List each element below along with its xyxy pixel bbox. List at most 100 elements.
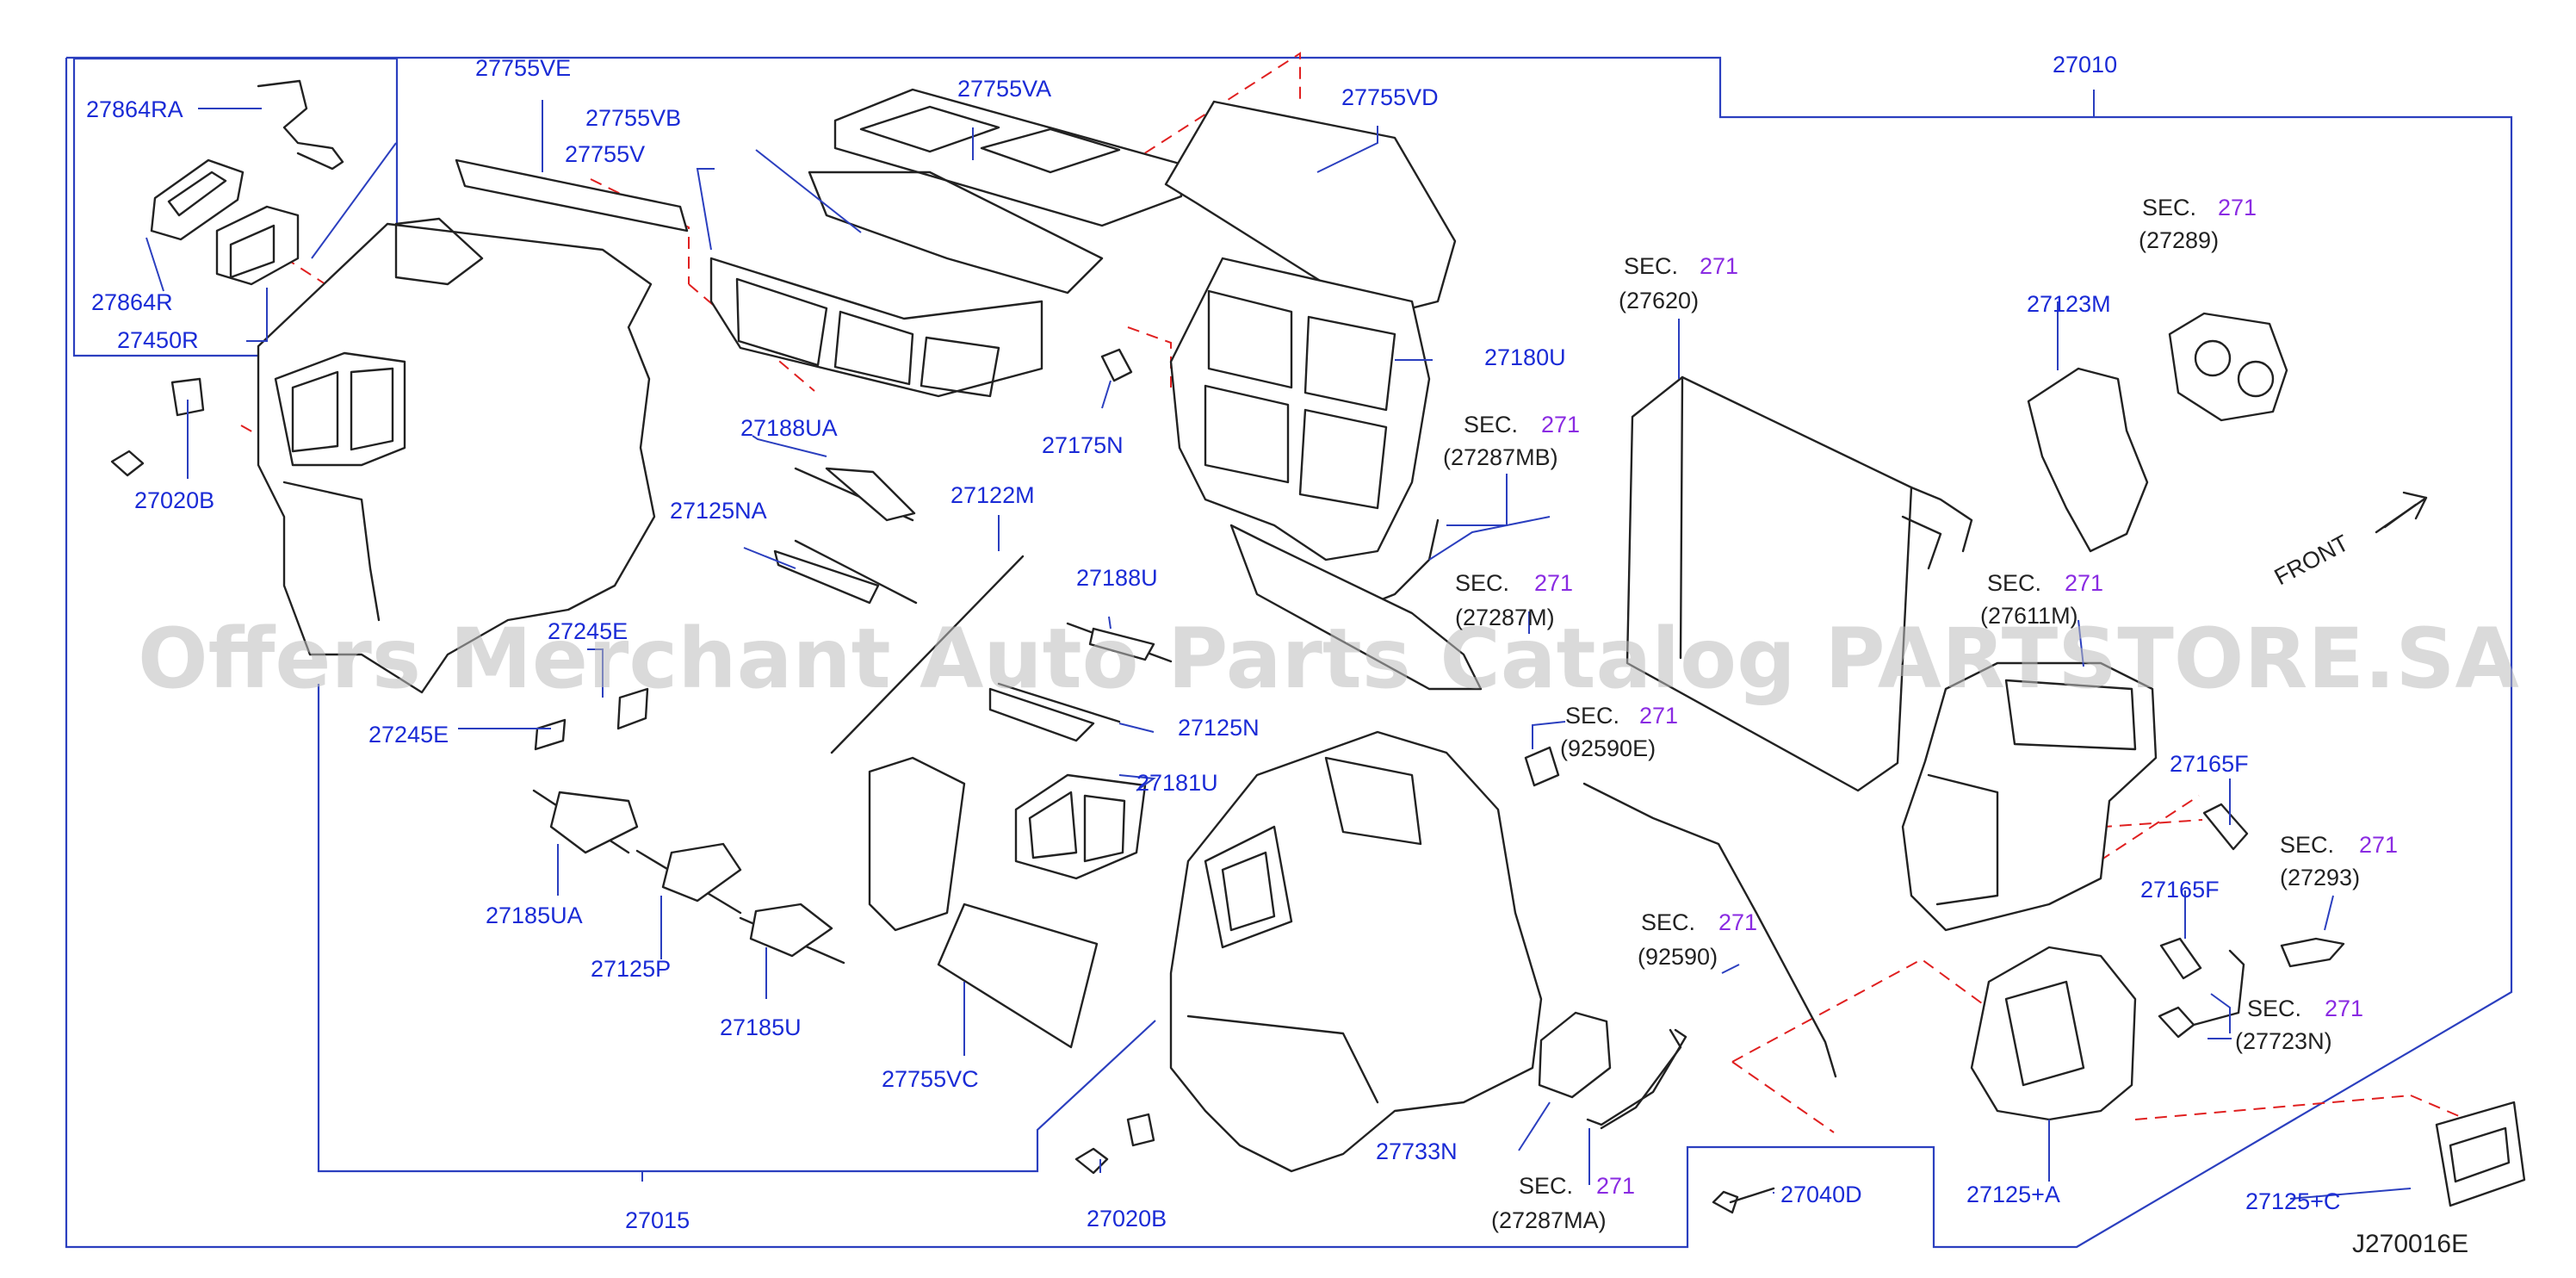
label-27125P[interactable]: 27125P — [591, 956, 671, 982]
door-27181U — [1014, 773, 1147, 880]
label-27165F-b[interactable]: 27165F — [2140, 877, 2220, 903]
front-label: FRONT — [2270, 530, 2353, 590]
sec-word-27289: SEC. — [2142, 195, 2196, 220]
sensor-27450R — [215, 205, 300, 286]
sec-word-27723N: SEC. — [2247, 996, 2301, 1021]
label-27125N[interactable]: 27125N — [1178, 715, 1260, 741]
leader-lines — [146, 90, 2412, 1200]
case-main-27015 — [1169, 730, 1543, 1173]
label-27125NA[interactable]: 27125NA — [670, 498, 767, 524]
sec-num-27293[interactable]: 271 — [2359, 832, 2398, 858]
fitting-27175N — [1100, 348, 1133, 382]
filter-27755V — [709, 257, 1043, 398]
label-27755V[interactable]: 27755V — [565, 141, 645, 167]
label-27733N[interactable]: 27733N — [1376, 1138, 1458, 1164]
connector-27864RA — [257, 79, 344, 171]
bolt-27040D — [1712, 1190, 1739, 1214]
sheet-27755VC — [937, 903, 1099, 1049]
sec-ref-27287M[interactable]: (27287M) — [1455, 605, 1555, 630]
label-27755VB[interactable]: 27755VB — [585, 105, 681, 131]
sec-ref-27289[interactable]: (27289) — [2139, 227, 2219, 253]
clip-27245E-a — [616, 687, 649, 730]
sec-word-27611M: SEC. — [1987, 570, 2041, 596]
label-27122M[interactable]: 27122M — [951, 482, 1035, 508]
diagram-id: J270016E — [2352, 1230, 2468, 1258]
sec-word-27287M: SEC. — [1455, 570, 1509, 596]
label-27755VA[interactable]: 27755VA — [957, 76, 1051, 102]
sec-ref-27611M[interactable]: (27611M) — [1980, 603, 2078, 629]
section-references: SEC. 271 (27620) SEC. 271 (27289) SEC. 2… — [1443, 195, 2398, 1233]
sec-num-92590E[interactable]: 271 — [1639, 703, 1678, 729]
label-27015[interactable]: 27015 — [625, 1207, 690, 1233]
label-27245E-b[interactable]: 27245E — [368, 722, 449, 748]
sec-word-27620: SEC. — [1624, 253, 1678, 279]
label-27125C[interactable]: 27125+C — [2245, 1188, 2340, 1214]
screw-27020B-bottom — [1074, 1147, 1109, 1175]
label-27010[interactable]: 27010 — [2053, 52, 2117, 78]
label-27245E-a[interactable]: 27245E — [548, 618, 628, 644]
sec-word-92590: SEC. — [1641, 909, 1695, 935]
label-27188U[interactable]: 27188U — [1076, 565, 1158, 591]
harness-27723N — [2158, 1006, 2195, 1039]
clip-27245E-b — [534, 718, 567, 751]
resistor-27864R — [150, 158, 245, 241]
module-27125C — [2435, 1101, 2526, 1207]
part-drawings — [110, 79, 2526, 1214]
sec-num-92590[interactable]: 271 — [1718, 909, 1757, 935]
sec-num-27611M[interactable]: 271 — [2065, 570, 2103, 596]
label-27185UA[interactable]: 27185UA — [486, 903, 583, 928]
label-27185U[interactable]: 27185U — [720, 1014, 802, 1040]
sec-word-27293: SEC. — [2280, 832, 2334, 858]
label-27450R[interactable]: 27450R — [117, 327, 199, 353]
sec-ref-27293[interactable]: (27293) — [2280, 865, 2360, 890]
label-27180U[interactable]: 27180U — [1484, 344, 1566, 370]
door-27125P — [661, 842, 742, 903]
sec-ref-27723N[interactable]: (27723N) — [2235, 1028, 2332, 1054]
label-27020B-bottom[interactable]: 27020B — [1087, 1206, 1167, 1231]
screw-27165F-a — [2202, 803, 2249, 851]
label-27020B-top[interactable]: 27020B — [134, 487, 214, 513]
door-27185UA — [549, 791, 639, 854]
case-right-27611M — [1901, 661, 2158, 932]
screw-27165F-b — [2159, 937, 2202, 980]
sec-ref-27287MA[interactable]: (27287MA) — [1491, 1207, 1607, 1233]
label-27165F-a[interactable]: 27165F — [2170, 751, 2249, 777]
label-27181U[interactable]: 27181U — [1136, 770, 1218, 796]
label-27755VC[interactable]: 27755VC — [882, 1066, 979, 1092]
clip-92590E — [1524, 746, 1560, 787]
sec-num-27287M[interactable]: 271 — [1534, 570, 1573, 596]
case-left-27755VE — [257, 222, 656, 694]
harness-27287MA — [1586, 1028, 1687, 1126]
label-27175N[interactable]: 27175N — [1042, 432, 1124, 458]
watermark: Offers Merchant Auto Parts Catalog PARTS… — [138, 611, 2519, 707]
label-27040D[interactable]: 27040D — [1780, 1182, 1862, 1207]
sec-num-27287MA[interactable]: 271 — [1596, 1173, 1635, 1199]
blower-frame-27180U — [1169, 257, 1431, 561]
label-27864R[interactable]: 27864R — [91, 289, 173, 315]
screw-27020B-top — [110, 450, 145, 477]
sec-ref-27287MB[interactable]: (27287MB) — [1443, 444, 1558, 470]
sec-num-27723N[interactable]: 271 — [2325, 996, 2363, 1021]
label-27864RA[interactable]: 27864RA — [86, 96, 183, 122]
sec-num-27620[interactable]: 271 — [1700, 253, 1738, 279]
label-27755VD[interactable]: 27755VD — [1341, 84, 1439, 110]
front-arrow-icon — [2375, 491, 2428, 534]
door-27185U — [749, 903, 833, 958]
sec-num-27287MB[interactable]: 271 — [1541, 412, 1580, 437]
label-27125A[interactable]: 27125+A — [1966, 1182, 2060, 1207]
sec-word-27287MB: SEC. — [1464, 412, 1518, 437]
label-27755VE[interactable]: 27755VE — [475, 55, 571, 81]
module-27733N — [1538, 1011, 1612, 1099]
sec-ref-92590[interactable]: (92590) — [1638, 944, 1718, 970]
link-27122M — [830, 555, 1025, 754]
tube-92590 — [1582, 782, 1837, 1078]
label-27188UA[interactable]: 27188UA — [740, 415, 838, 441]
sec-ref-92590E[interactable]: (92590E) — [1560, 735, 1656, 761]
motor-assy-27125A — [1970, 946, 2137, 1121]
label-27123M[interactable]: 27123M — [2027, 291, 2111, 317]
rod-27125NA — [794, 539, 918, 605]
sec-num-27289[interactable]: 271 — [2218, 195, 2257, 220]
part-number-labels: 27010 27015 27755VE 27755VB 27755V 27755… — [86, 52, 2340, 1233]
sec-ref-27620[interactable]: (27620) — [1619, 288, 1699, 313]
